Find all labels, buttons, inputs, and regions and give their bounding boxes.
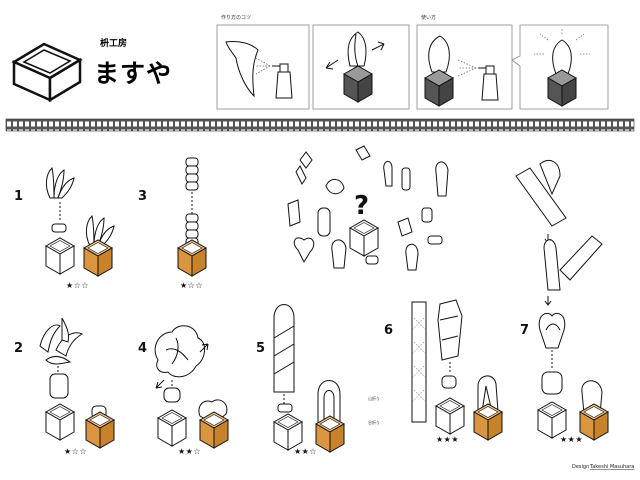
decorative-stripe-band: [5, 118, 635, 132]
brand-small-text: 枡工房: [100, 37, 127, 49]
step-3-rating: ★☆☆: [180, 281, 203, 290]
mountain-fold-label: 山折り: [368, 395, 380, 401]
step-5-number: 5: [256, 341, 265, 356]
valley-fold-label: 谷折り: [368, 419, 380, 425]
step-7-number: 7: [520, 323, 529, 338]
step-6-illustration: [411, 299, 503, 441]
usage-panel: [416, 24, 513, 110]
logo-masu-icon: [11, 42, 83, 103]
step-5-illustration: [273, 304, 345, 453]
spray-bottle-icon: [272, 63, 293, 99]
spray-mist: [255, 57, 271, 75]
step-5-rating: ★★☆: [294, 447, 317, 456]
brand-name: ますや: [94, 59, 172, 88]
step-7-fold-diagram: [515, 160, 603, 306]
center-variations: [287, 145, 449, 271]
tips-panel: [216, 24, 310, 110]
sparkle-lines: [534, 28, 590, 55]
result-panel: [511, 24, 609, 110]
step-6-number: 6: [384, 323, 393, 338]
step-4-illustration: [154, 325, 229, 449]
step-1-number: 1: [14, 189, 23, 204]
step-1-rating: ★☆☆: [66, 281, 89, 290]
mystery-question-mark: ?: [354, 191, 369, 221]
step-6-rating: ★★★: [436, 435, 459, 444]
tips-panel-2: [312, 24, 410, 110]
towel-shape: [225, 41, 259, 98]
step-4-rating: ★★☆: [178, 447, 201, 456]
step-2-number: 2: [14, 341, 23, 356]
step-3-illustration: [177, 157, 207, 277]
step-4-number: 4: [138, 341, 147, 356]
step-1-illustration: [45, 167, 115, 277]
spray-bottle-icon-2: [478, 65, 499, 101]
step-3-number: 3: [138, 189, 147, 204]
arrow-right-icon: [371, 41, 385, 51]
step-7-illustration: [537, 312, 609, 441]
designer-name: Takeshi Masuhara: [589, 464, 634, 470]
step-2-rating: ★☆☆: [64, 447, 87, 456]
step-7-rating: ★★★: [560, 435, 583, 444]
usage-caption: 使い方: [421, 14, 436, 21]
tips-caption: 作り方のコツ: [221, 14, 251, 21]
credit-prefix: Design: [572, 464, 589, 470]
arrow-up-right-icon: [199, 343, 209, 353]
arrow-down-left-icon: [155, 379, 165, 389]
step-2-illustration: [39, 317, 115, 449]
arrow-left-icon: [325, 59, 339, 70]
